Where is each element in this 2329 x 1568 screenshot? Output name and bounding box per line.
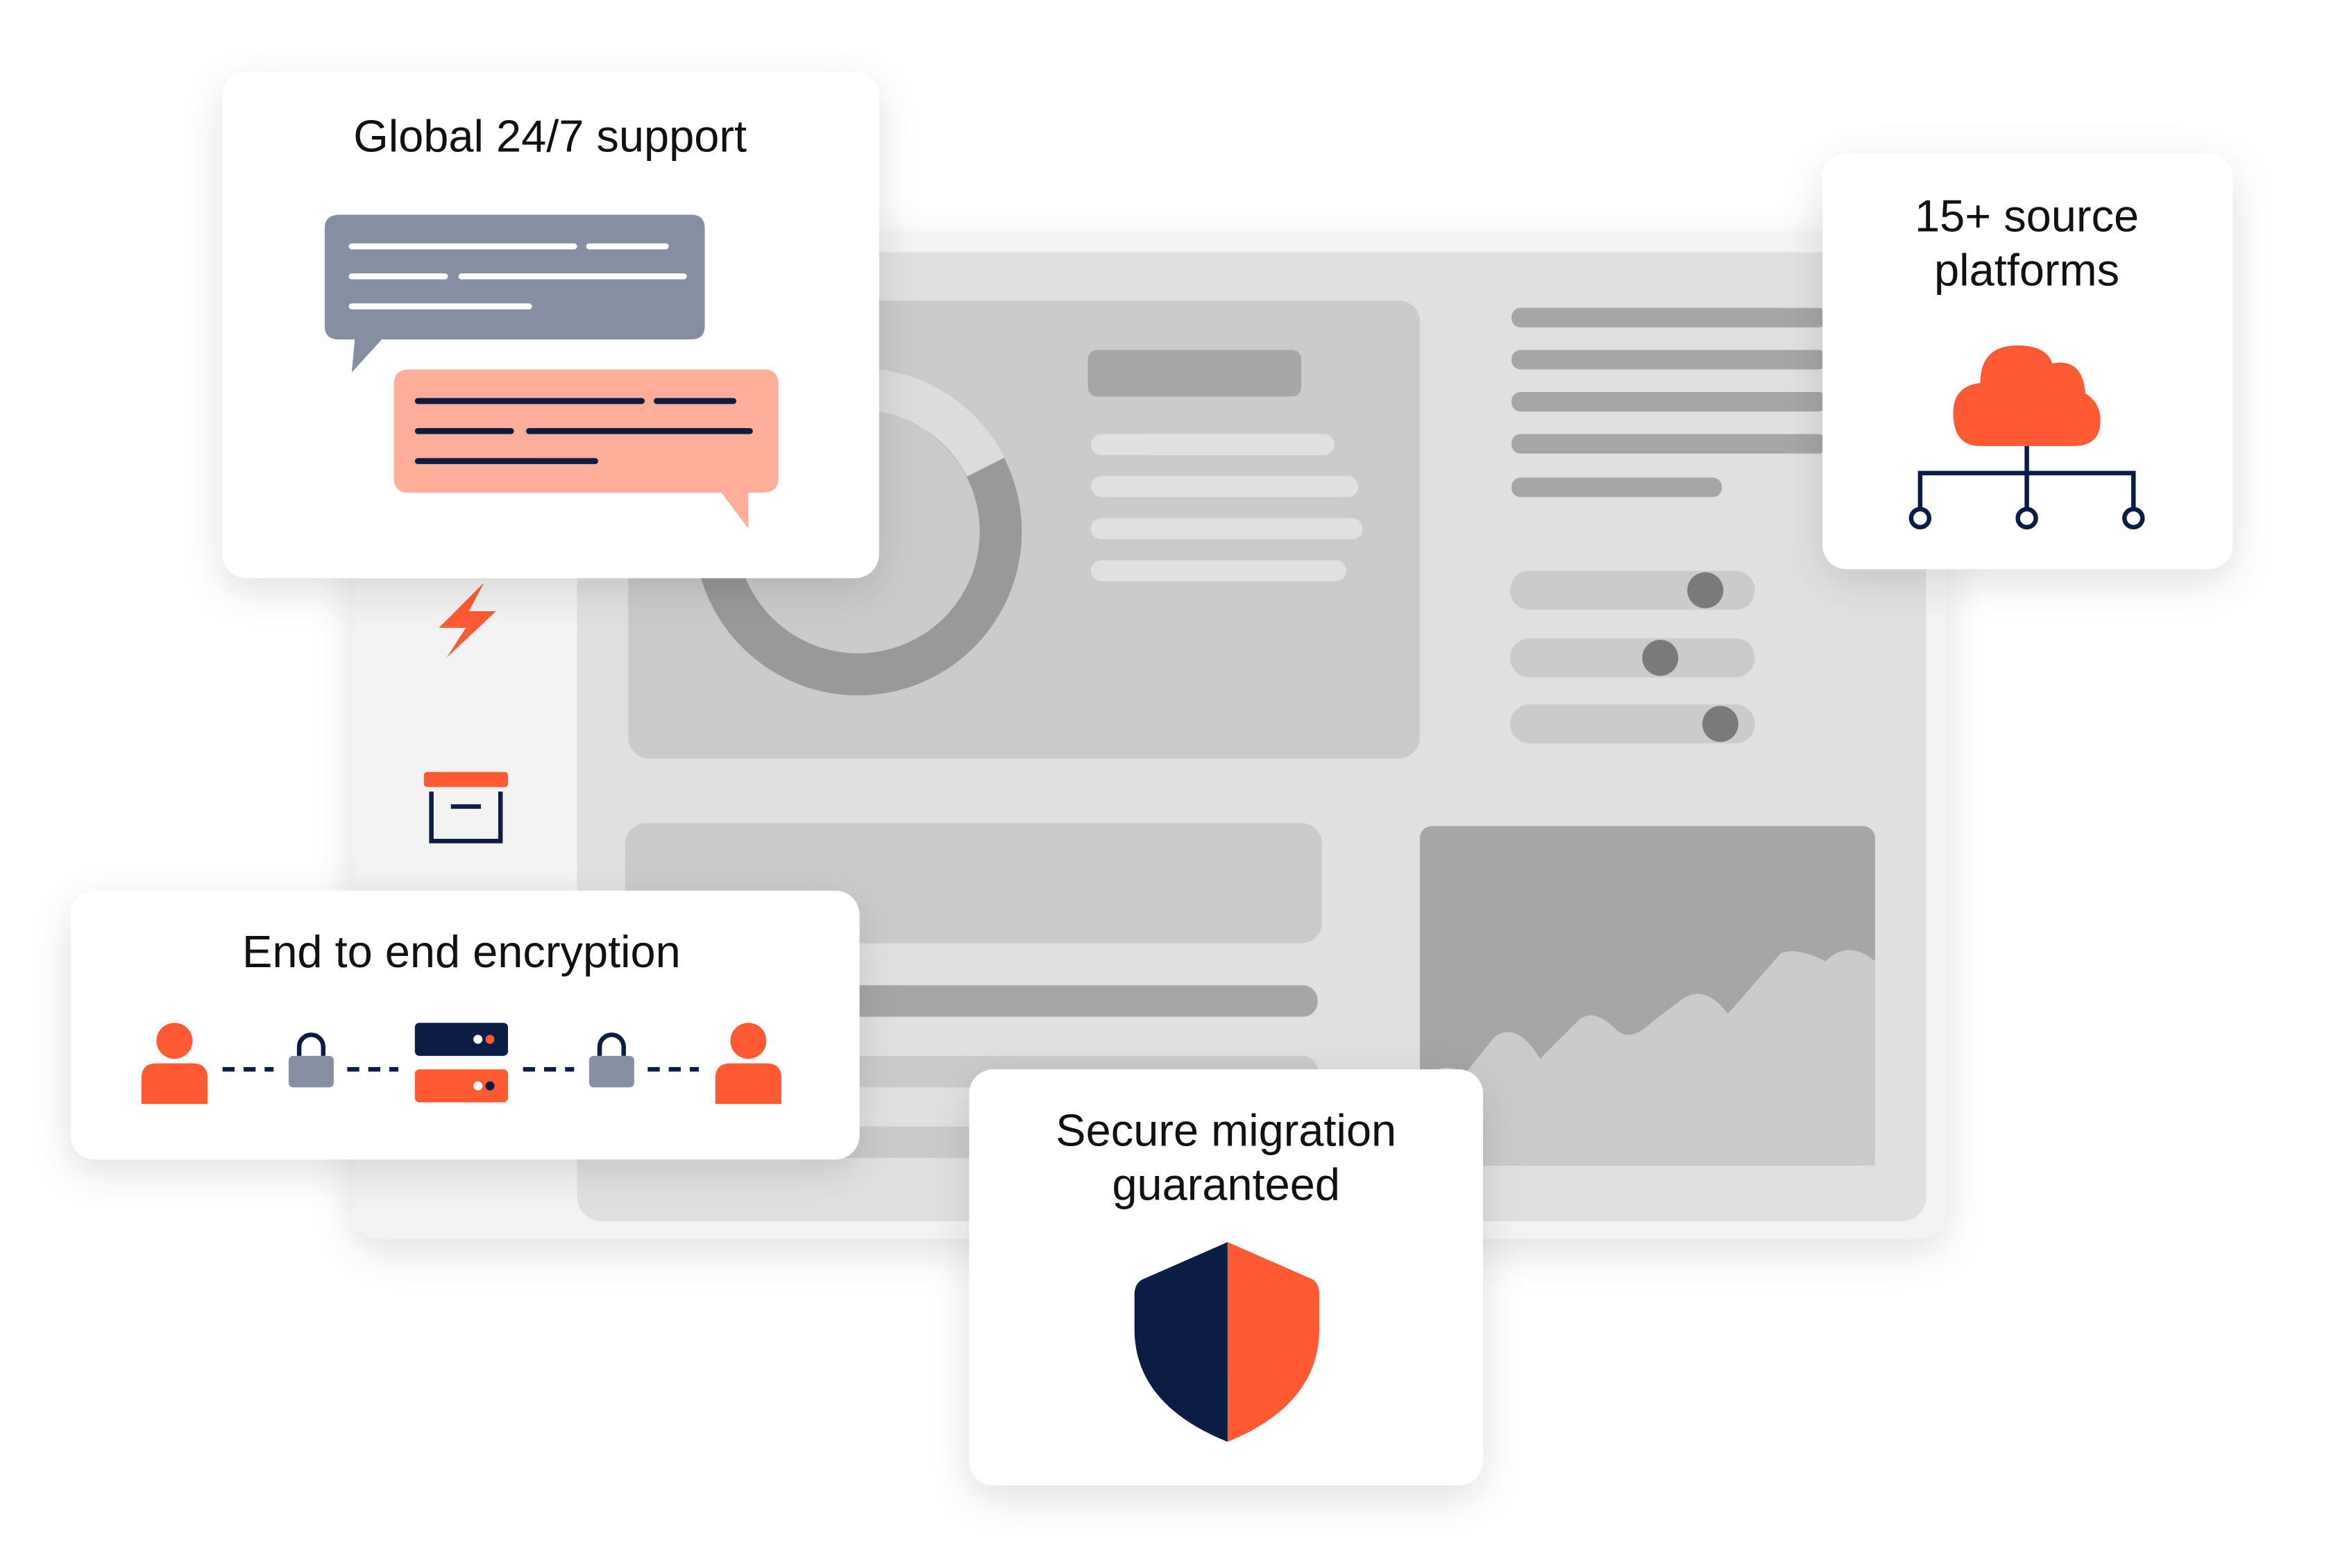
- archive-box-icon: [423, 772, 509, 844]
- area-chart: [1420, 826, 1875, 1166]
- lock-icon: [288, 1032, 334, 1088]
- platforms-card-title-line1: 15+ source: [1915, 190, 2139, 241]
- encryption-card: End to end encryption: [71, 890, 860, 1160]
- user-icon: [141, 1023, 208, 1105]
- user-icon: [715, 1023, 781, 1105]
- migration-card-title-line1: Secure migration: [1056, 1105, 1396, 1156]
- chat-bubbles-icon: [324, 214, 779, 529]
- lock-icon: [588, 1032, 634, 1088]
- slider-knob: [1642, 640, 1679, 676]
- lightning-icon: [439, 582, 496, 658]
- migration-card-title-line2: guaranteed: [1112, 1159, 1340, 1210]
- slider-knob: [1687, 572, 1724, 608]
- platforms-card: 15+ source platforms: [1822, 153, 2233, 570]
- migration-card: Secure migration guaranteed: [969, 1069, 1483, 1485]
- support-card-title: Global 24/7 support: [353, 111, 747, 162]
- platforms-card-title-line2: platforms: [1934, 244, 2119, 295]
- encryption-card-title: End to end encryption: [242, 926, 681, 977]
- server-icon: [414, 1023, 509, 1102]
- shield-icon: [1134, 1242, 1319, 1442]
- slider-knob: [1702, 706, 1738, 742]
- cloud-network-icon: [1908, 345, 2145, 530]
- slider-group: [1509, 570, 1755, 744]
- support-card: Global 24/7 support: [222, 71, 879, 579]
